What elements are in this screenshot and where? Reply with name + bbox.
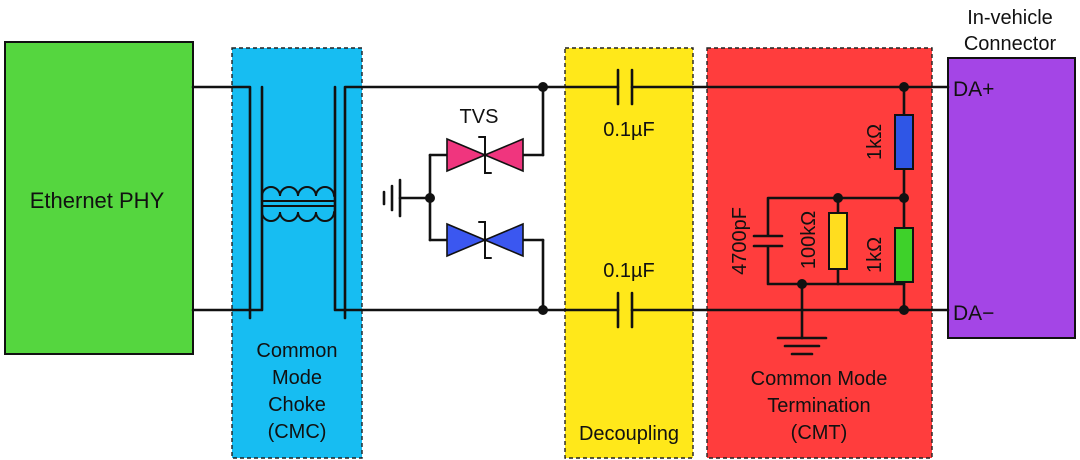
cmt-label-2: Termination xyxy=(767,395,870,417)
decoupling-label: Decoupling xyxy=(579,423,679,445)
tvs-label: TVS xyxy=(460,106,499,128)
res-bottom-label: 1kΩ xyxy=(864,237,886,273)
decoupling-cap-top xyxy=(616,68,634,106)
res-mid-label: 100kΩ xyxy=(798,211,820,269)
cmc-label-4: (CMC) xyxy=(268,421,327,443)
decoupling-zone xyxy=(564,47,694,459)
cmt-cap-4700pf xyxy=(752,234,784,248)
junction-dots xyxy=(425,82,909,315)
cmc-label-2: Mode xyxy=(272,367,322,389)
cmt-label-3: (CMT) xyxy=(791,422,848,444)
signal-wires xyxy=(191,85,950,320)
decoupling-cap-bottom-label: 0.1µF xyxy=(603,260,655,282)
resistor-100k xyxy=(828,212,848,270)
connector-title-line1: In-vehicle xyxy=(967,7,1053,29)
connector-title-line2: Connector xyxy=(964,33,1057,55)
pin-da-plus: DA+ xyxy=(953,78,994,101)
decoupling-cap-bottom xyxy=(616,291,634,329)
resistor-1k-bottom xyxy=(894,227,914,283)
res-top-label: 1kΩ xyxy=(864,124,886,160)
tvs-bottom-diode xyxy=(446,221,524,259)
ethernet-phy-label: Ethernet PHY xyxy=(30,188,165,213)
ethernet-phy-block xyxy=(4,41,194,355)
choke-coils xyxy=(261,186,336,222)
connector-block xyxy=(947,57,1076,339)
pin-da-minus: DA− xyxy=(953,302,994,325)
cmt-cap-label: 4700pF xyxy=(729,207,751,275)
decoupling-cap-top-label: 0.1µF xyxy=(603,119,655,141)
cmc-label-1: Common xyxy=(256,340,337,362)
tvs-top-diode xyxy=(446,136,524,174)
cmt-label-1: Common Mode xyxy=(751,368,888,390)
cmc-label-3: Choke xyxy=(268,394,326,416)
resistor-1k-top xyxy=(894,114,914,170)
cmc-zone xyxy=(231,47,363,459)
